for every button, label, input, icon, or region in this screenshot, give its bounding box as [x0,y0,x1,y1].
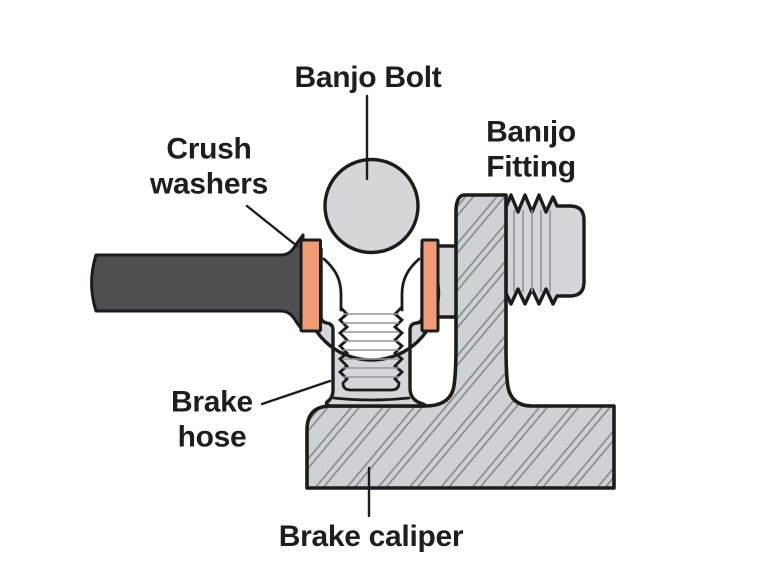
bore-bottom-line [332,396,411,402]
stud-body-shape [502,193,586,306]
bolt-threads [332,306,411,402]
leader-crush-washers [245,204,299,248]
bolt-thread-lines [343,313,399,378]
brake-hose-shape [90,233,305,333]
label-brake-caliper: Brake caliper [278,519,464,553]
stud-thread-lines [513,210,551,292]
bolt-thread-outline [337,306,405,392]
leader-brake-hose [260,379,332,406]
neck-contour-right [400,257,421,312]
label-brake-hose: Brake hose [171,385,253,454]
crush-washer-right-shape [420,238,440,333]
label-banjo-fitting: Banıjo Fitting [486,115,576,184]
banjo-bolt-shape [302,157,441,408]
crush-washer-left-shape [299,238,322,333]
label-crush-washers: Crush washers [150,132,268,201]
label-banjo-bolt: Banjo Bolt [294,60,442,94]
banjo-fitting-stud [502,193,586,306]
neck-contour-left [322,257,343,312]
